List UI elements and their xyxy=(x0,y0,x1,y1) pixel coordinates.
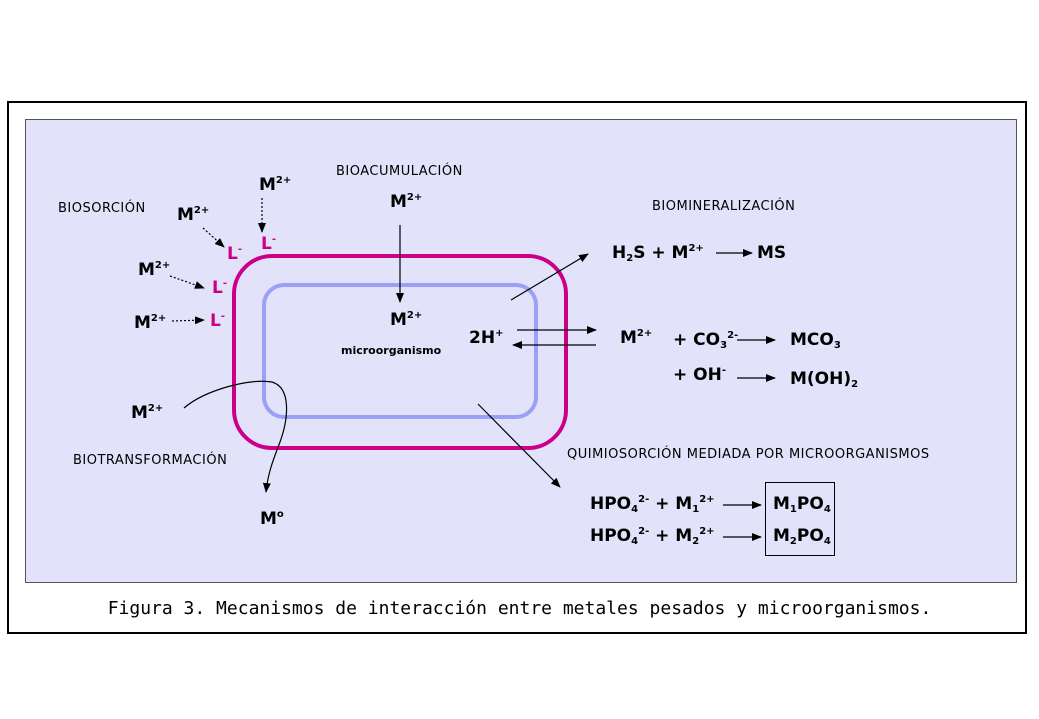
phosphate-reaction-1: HPO42- + M12+ xyxy=(590,494,715,515)
h2s-reaction: H2S + M2+ xyxy=(612,243,704,264)
ligand-1: L- xyxy=(227,244,242,264)
metal-ion-biosorption-3: M2+ xyxy=(134,313,167,333)
moh2-product: M(OH)2 xyxy=(790,369,859,390)
proton-pair: 2H+ xyxy=(469,328,504,348)
metal-zero: Mo xyxy=(260,509,284,529)
metal-ion-biosorption-2: M2+ xyxy=(138,260,171,280)
bioaccumulation-label: BIOACUMULACIÓN xyxy=(336,164,463,179)
ligand-2: L- xyxy=(261,234,276,254)
diagram-panel xyxy=(25,119,1017,583)
m2po4-product: M2PO4 xyxy=(773,526,831,547)
biosorption-label: BIOSORCIÓN xyxy=(58,201,146,216)
microorganism-label: microorganismo xyxy=(341,344,442,357)
chemisorption-arrow xyxy=(477,403,561,488)
metal-ion-intracellular: M2+ xyxy=(390,310,423,330)
biomineralization-arrow xyxy=(510,253,589,301)
biosorption-arrow-2 xyxy=(169,275,205,289)
chemisorption-label: QUIMIOSORCIÓN MEDIADA POR MICROORGANISMO… xyxy=(567,447,930,462)
phosphate-reaction-2: HPO42- + M22+ xyxy=(590,526,715,547)
phosphate-products-box xyxy=(765,482,835,556)
metal-ion-bioaccumulation: M2+ xyxy=(390,192,423,212)
biosorption-arrow-1 xyxy=(202,227,225,248)
hydroxide-term: + OH- xyxy=(673,365,726,385)
biosorption-arrow-3 xyxy=(171,316,205,325)
m1po4-product: M1PO4 xyxy=(773,494,831,515)
biotransformation-curve xyxy=(183,380,288,493)
figure-caption: Figura 3. Mecanismos de interacción entr… xyxy=(107,598,932,619)
ligand-3: L- xyxy=(212,278,227,298)
carbonate-term: + CO32- xyxy=(673,330,739,351)
metal-ion-top: M2+ xyxy=(259,175,292,195)
biomineralization-label: BIOMINERALIZACIÓN xyxy=(652,199,796,214)
ms-product: MS xyxy=(757,243,787,263)
mco3-product: MCO3 xyxy=(790,330,841,351)
biotransformation-label: BIOTRANSFORMACIÓN xyxy=(73,453,228,468)
metal-ion-exchange: M2+ xyxy=(620,328,653,348)
metal-ion-biotransformation: M2+ xyxy=(131,403,164,423)
metal-ion-biosorption-1: M2+ xyxy=(177,205,210,225)
ligand-4: L- xyxy=(210,311,225,331)
